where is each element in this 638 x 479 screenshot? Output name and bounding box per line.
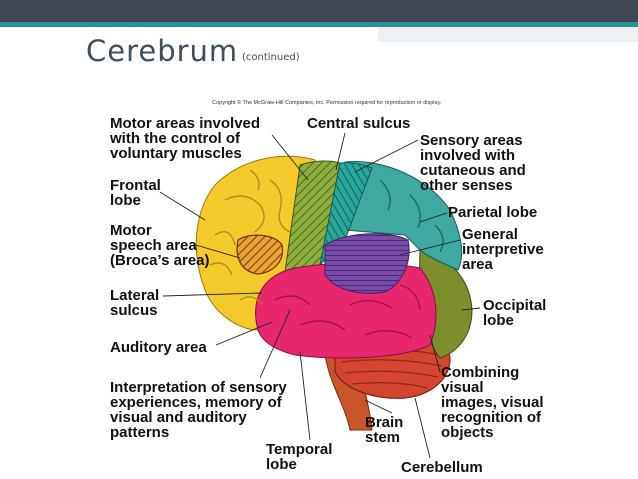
label-interpretation: Interpretation of sensory experiences, m…	[110, 380, 287, 440]
label-sensory-areas-line2: involved with	[420, 147, 516, 164]
figure-copyright: Copyright © The McGraw-Hill Companies, I…	[212, 100, 442, 106]
label-combining-visual-line4: recognition of	[441, 409, 541, 426]
label-motor-speech: Motor speech area (Broca’s area)	[110, 223, 210, 268]
label-combining-visual-line1: Combining	[441, 364, 520, 381]
label-general-interpretive-line1: General	[462, 226, 518, 243]
slide-accent-bar	[0, 22, 638, 27]
label-occipital-lobe-line2: lobe	[483, 312, 514, 329]
label-general-interpretive: General interpretive area	[462, 227, 544, 272]
label-motor-speech-line3: (Broca’s area)	[110, 252, 210, 269]
label-auditory-area-line1: Auditory area	[110, 339, 207, 356]
label-sensory-areas: Sensory areas involved with cutaneous an…	[420, 133, 526, 193]
label-parietal-lobe-line1: Parietal lobe	[448, 204, 538, 221]
label-parietal-lobe: Parietal lobe	[448, 205, 537, 220]
label-interpretation-line4: patterns	[110, 424, 170, 441]
broca-area-region	[236, 234, 284, 275]
label-combining-visual: Combining visual images, visual recognit…	[441, 365, 544, 440]
label-combining-visual-line3: images, visual	[441, 394, 544, 411]
label-brain-stem: Brain stem	[365, 415, 403, 445]
label-temporal-lobe-line2: lobe	[266, 456, 297, 473]
parietal-lobe-region	[344, 161, 463, 271]
label-interpretation-line2: experiences, memory of	[110, 394, 282, 411]
label-motor-areas-line1: Motor areas involved	[110, 115, 261, 132]
label-temporal-lobe: Temporal lobe	[266, 442, 332, 472]
label-motor-areas-line3: voluntary muscles	[110, 145, 242, 162]
label-frontal-lobe-line1: Frontal	[110, 177, 161, 194]
label-interpretation-line3: visual and auditory	[110, 409, 247, 426]
slide-subtitle: (continued)	[242, 52, 300, 63]
label-temporal-lobe-line1: Temporal	[266, 441, 333, 458]
label-general-interpretive-line2: interpretive	[462, 241, 544, 258]
label-central-sulcus-line1: Central sulcus	[307, 115, 411, 132]
label-motor-speech-line2: speech area	[110, 237, 197, 254]
label-combining-visual-line2: visual	[441, 379, 484, 396]
label-interpretation-line1: Interpretation of sensory	[110, 379, 287, 396]
label-sensory-areas-line3: cutaneous and	[420, 162, 526, 179]
label-frontal-lobe: Frontal lobe	[110, 178, 161, 208]
label-cerebellum-line1: Cerebellum	[401, 459, 483, 476]
label-sensory-areas-line4: other senses	[420, 177, 513, 194]
interpretive-area-region	[324, 233, 410, 294]
label-motor-areas: Motor areas involved with the control of…	[110, 116, 260, 161]
label-occipital-lobe: Occipital lobe	[483, 298, 546, 328]
label-cerebellum: Cerebellum	[401, 460, 483, 475]
label-sensory-areas-line1: Sensory areas	[420, 132, 523, 149]
label-brain-stem-line1: Brain	[365, 414, 404, 431]
label-lateral-sulcus-line2: sulcus	[110, 302, 158, 319]
label-occipital-lobe-line1: Occipital	[483, 297, 547, 314]
label-frontal-lobe-line2: lobe	[110, 192, 141, 209]
slide-title-band	[378, 27, 638, 42]
label-motor-areas-line2: with the control of	[110, 130, 240, 147]
label-general-interpretive-line3: area	[462, 256, 493, 273]
slide-title: Cerebrum	[86, 34, 239, 68]
sensory-strip-region	[319, 162, 373, 267]
label-lateral-sulcus-line1: Lateral	[110, 287, 160, 304]
label-lateral-sulcus: Lateral sulcus	[110, 288, 159, 318]
label-central-sulcus: Central sulcus	[307, 116, 410, 131]
slide-top-bar	[0, 0, 638, 22]
label-motor-speech-line1: Motor	[110, 222, 152, 239]
label-auditory-area: Auditory area	[110, 340, 207, 355]
leader-lines	[159, 132, 481, 459]
label-brain-stem-line2: stem	[365, 429, 401, 446]
label-combining-visual-line5: objects	[441, 424, 494, 441]
